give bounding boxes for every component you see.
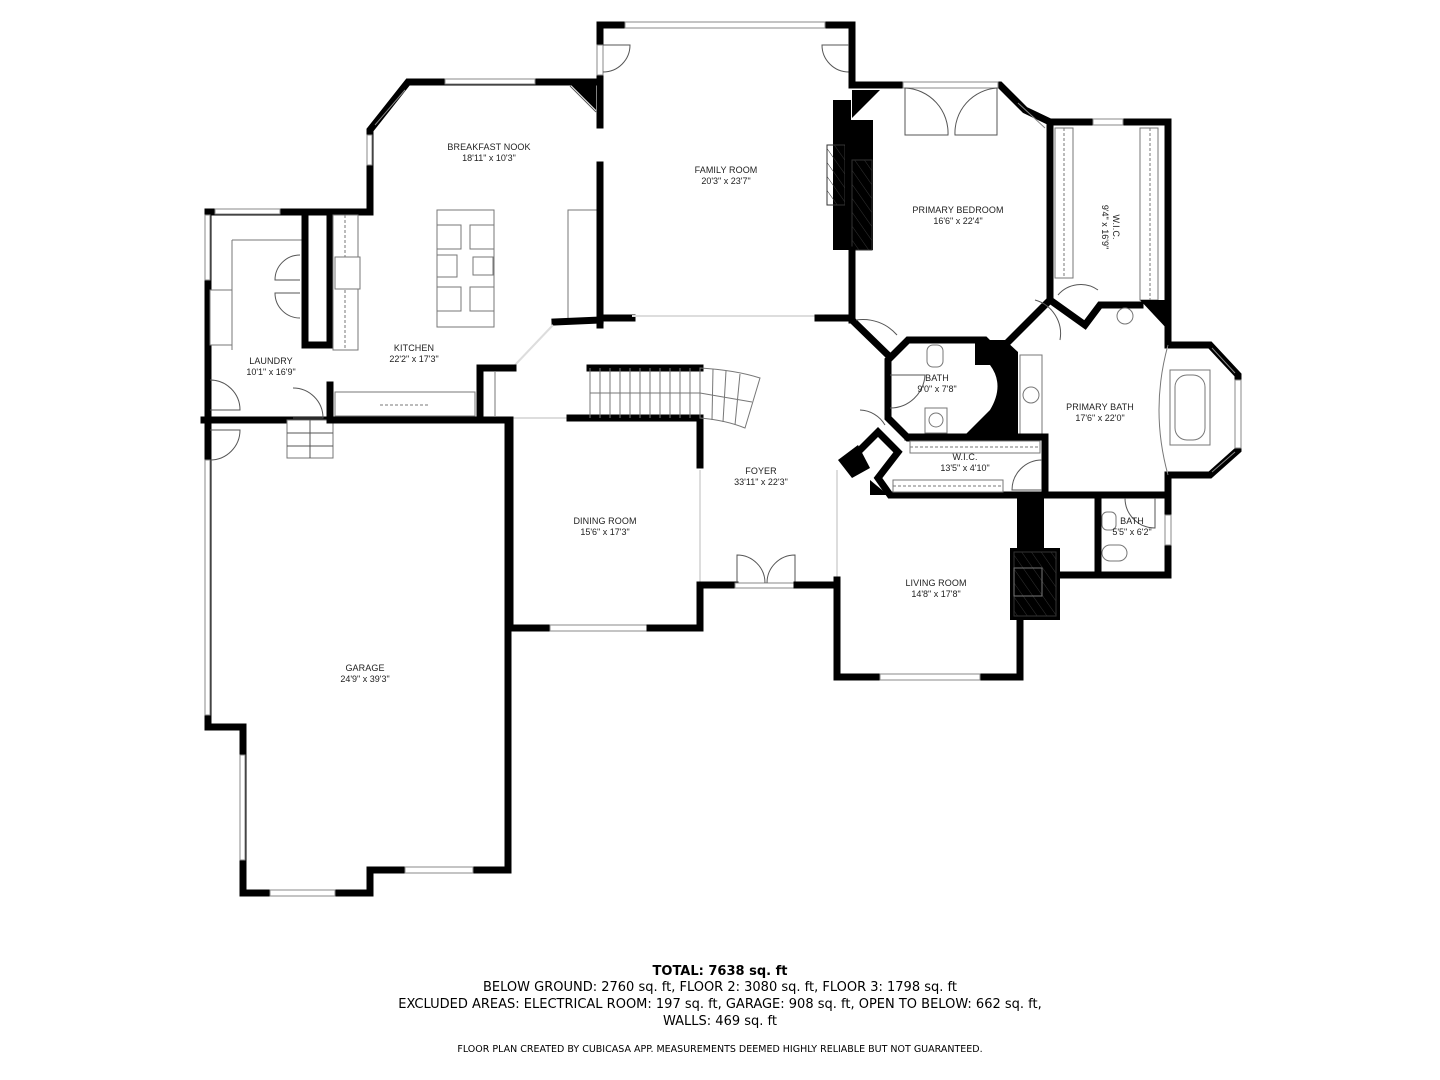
bath-1-walls [884,336,1043,442]
room-label-garage: GARAGE 24'9" x 39'3" [340,663,389,685]
room-dimensions: 15'6" x 17'3" [580,527,630,537]
total-area: TOTAL: 7638 sq. ft [652,964,788,979]
garage-walls [200,416,512,897]
room-label-primary-bath: PRIMARY BATH 17'6" x 22'0" [1066,402,1134,424]
room-name: PRIMARY BATH [1066,402,1134,412]
room-name: KITCHEN [393,343,435,353]
room-dimensions: 24'9" x 39'3" [340,674,390,684]
room-dimensions: 18'11" x 10'3" [462,153,516,163]
room-name: BATH [1120,516,1144,526]
bath-2-walls [1094,491,1172,579]
room-label-bath-2: BATH 5'5" x 6'2" [1112,516,1151,538]
floor-areas: BELOW GROUND: 2760 sq. ft, FLOOR 2: 3080… [483,980,957,995]
room-name: FAMILY ROOM [694,165,758,175]
room-dimensions: 16'6" x 22'4" [933,216,983,226]
room-label-family-room: FAMILY ROOM 20'3" x 23'7" [695,165,758,187]
credit-disclaimer: FLOOR PLAN CREATED BY CUBICASA APP. MEAS… [457,1044,983,1055]
room-dimensions: 9'0" x 7'8" [917,384,957,394]
room-dimensions: 33'11" x 22'3" [734,477,788,487]
room-name: FOYER [745,466,777,476]
room-label-living-room: LIVING ROOM 14'8" x 17'8" [905,578,966,600]
room-name: W.I.C. [1111,214,1121,240]
hall-wic-walls [838,409,1049,499]
room-label-wic-bedroom: W.I.C. 9'4" x 16'9" [1099,205,1121,249]
room-label-bath-1: BATH 9'0" x 7'8" [917,373,956,395]
room-dimensions: 10'1" x 16'9" [246,367,296,377]
foyer-dining-walls [476,364,841,632]
room-dimensions: 22'2" x 17'3" [389,354,439,364]
room-name: BATH [925,373,949,383]
room-dimensions: 20'3" x 23'7" [701,176,751,186]
room-name: PRIMARY BEDROOM [912,205,1004,215]
room-name: W.I.C. [952,452,978,462]
room-dimensions: 14'8" x 17'8" [911,589,961,599]
room-dimensions: 17'6" x 22'0" [1075,413,1125,423]
kitchen-walls [301,78,604,424]
room-dimensions: 9'4" x 16'9" [1100,204,1110,250]
room-label-primary-bedroom: PRIMARY BEDROOM 16'6" x 22'4" [912,205,1003,227]
excluded-areas: EXCLUDED AREAS: ELECTRICAL ROOM: 197 sq.… [398,997,1042,1012]
room-name: BREAKFAST NOOK [447,142,531,152]
room-label-dining-room: DINING ROOM 15'6" x 17'3" [573,516,636,538]
room-name: LIVING ROOM [905,578,967,588]
room-name: GARAGE [345,663,385,673]
walls-area: WALLS: 469 sq. ft [663,1014,777,1029]
primary-bedroom-walls [847,71,1172,360]
room-label-foyer: FOYER 33'11" x 22'3" [734,466,788,488]
room-name: DINING ROOM [573,516,637,526]
laundry-walls [204,208,334,424]
room-name: LAUNDRY [249,356,293,366]
room-label-kitchen: KITCHEN 22'2" x 17'3" [389,343,438,365]
room-label-laundry: LAUNDRY 10'1" x 16'9" [246,356,295,378]
room-label-breakfast-nook: BREAKFAST NOOK 18'11" x 10'3" [447,142,530,164]
primary-bath-walls [1041,296,1242,499]
room-dimensions: 5'5" x 6'2" [1112,527,1152,537]
room-dimensions: 13'5" x 4'10" [940,463,990,473]
living-room-walls [833,470,1102,681]
family-room-walls [596,21,873,322]
room-label-wic-hall: W.I.C. 13'5" x 4'10" [940,452,989,474]
